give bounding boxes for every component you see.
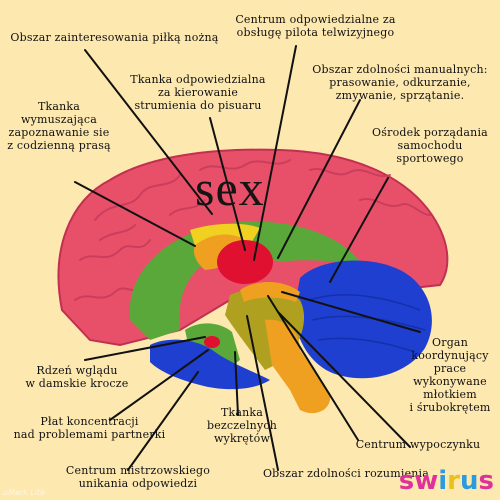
label-remote: Centrum odpowiedzialne za obsługę pilota… [235, 13, 396, 39]
cerebellum-texture [309, 294, 426, 353]
small-red-region [204, 336, 220, 348]
watermark: uMark Lite [3, 488, 46, 497]
label-football: Obszar zainteresowania piłką nożną [10, 31, 219, 44]
logo-letter: i [438, 466, 448, 496]
label-sportscar: Ośrodek porządania samochodu sportowego [372, 126, 488, 165]
red-region [217, 240, 273, 284]
logo-letter: w [414, 466, 439, 496]
swirus-logo: swirus [399, 468, 494, 494]
pointer-lines [74, 45, 421, 471]
label-urinal: Tkanka odpowiedzialna za kierowanie stru… [130, 73, 266, 112]
title-sex: sex [195, 160, 265, 216]
label-gaze: Rdzeń wglądu w damskie krocze [25, 364, 129, 390]
logo-letter: r [447, 466, 460, 496]
green-region [129, 221, 360, 340]
blue-lower-region [150, 339, 270, 390]
label-manual: Obszar zdolności manualnych: prasowanie,… [312, 63, 488, 102]
logo-letter: s [478, 466, 494, 496]
label-mistakes: Tkanka bezczelnych wykrętów [206, 406, 278, 445]
label-organ: Organ koordynujący prace wykonywane młot… [409, 336, 491, 414]
label-avoid: Centrum mistrzowskiego unikania odpowied… [65, 464, 211, 490]
label-reason: Obszar zdolności rozumienia [262, 467, 430, 480]
orange-connector-region [240, 281, 300, 302]
blue-cerebellum-region [294, 260, 432, 379]
label-iron: Tkanka wymuszająca zapoznawanie sie z co… [7, 100, 111, 152]
orange-brainstem-region [265, 319, 331, 414]
label-rest: Centrum wypoczynku [355, 438, 481, 451]
logo-letter: s [398, 466, 415, 496]
label-focus: Płat koncentracji nad problemami partner… [13, 415, 166, 441]
logo-letter: u [460, 466, 479, 496]
